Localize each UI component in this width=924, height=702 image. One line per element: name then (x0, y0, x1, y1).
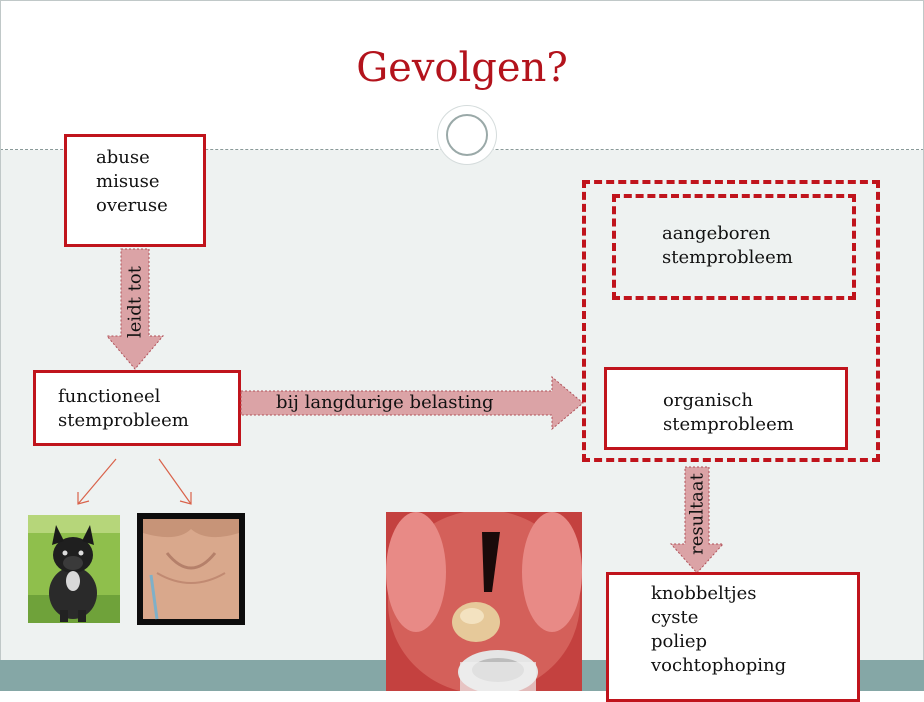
circle-ornament (438, 106, 496, 164)
functional-line-2: stemprobleem (58, 409, 238, 433)
result-edema: vochtophoping (651, 654, 857, 678)
cause-misuse: misuse (96, 170, 203, 194)
organic-line-1: organisch (663, 389, 845, 413)
functional-problem-box: functioneel stemprobleem (33, 370, 241, 446)
organic-problem-box: organisch stemprobleem (604, 367, 848, 450)
result-cyst: cyste (651, 606, 857, 630)
functional-line-1: functioneel (58, 385, 238, 409)
label-result: resultaat (687, 473, 708, 555)
congenital-line-1: aangeboren (662, 222, 793, 246)
congenital-text: aangeboren stemprobleem (662, 222, 793, 270)
arrow-to-neck-photo (156, 456, 196, 508)
cause-abuse: abuse (96, 146, 203, 170)
neck-photo (137, 513, 245, 625)
slide-title: Gevolgen? (0, 44, 924, 92)
label-leads-to: leidt tot (125, 266, 146, 338)
result-nodules: knobbeltjes (651, 582, 857, 606)
congenital-line-2: stemprobleem (662, 246, 793, 270)
frame-border-left (0, 0, 1, 660)
frame-border-top (0, 0, 924, 1)
results-box: knobbeltjes cyste poliep vochtophoping (606, 572, 860, 702)
causes-box: abuse misuse overuse (64, 134, 206, 247)
label-prolonged-strain: bij langdurige belasting (276, 392, 494, 414)
dog-photo (28, 515, 120, 623)
result-polyp: poliep (651, 630, 857, 654)
cause-overuse: overuse (96, 194, 203, 218)
arrow-to-dog-photo (74, 456, 120, 508)
larynx-photo (386, 512, 582, 691)
organic-line-2: stemprobleem (663, 413, 845, 437)
